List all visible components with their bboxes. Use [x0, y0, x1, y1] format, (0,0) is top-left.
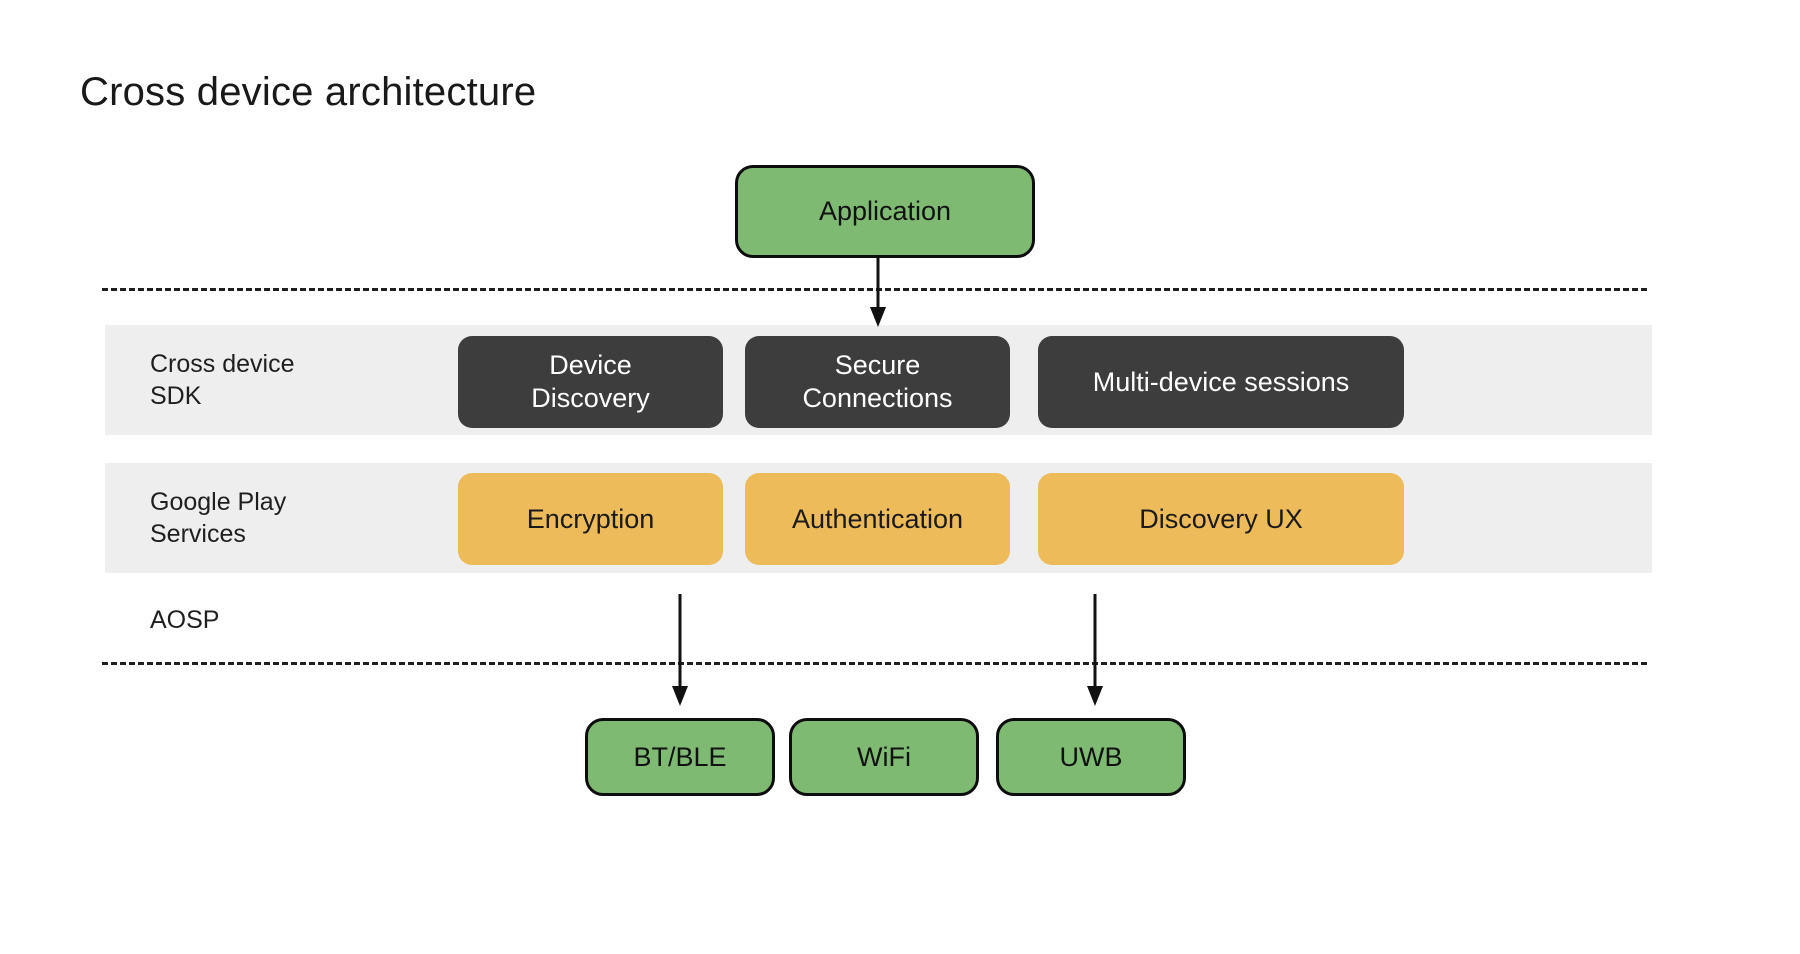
node-uwb[interactable]: UWB: [996, 718, 1186, 796]
node-application[interactable]: Application: [735, 165, 1035, 258]
arrow-discovery-ux-to-uwb: [1087, 594, 1103, 706]
node-device-discovery[interactable]: Device Discovery: [458, 336, 723, 428]
node-multi-device-sessions[interactable]: Multi-device sessions: [1038, 336, 1404, 428]
layer-label-google-play-services: Google Play Services: [150, 488, 287, 548]
node-discovery-ux[interactable]: Discovery UX: [1038, 473, 1404, 565]
layer-label-aosp: AOSP: [150, 606, 220, 634]
arrow-encryption-to-btble: [672, 594, 688, 706]
node-authentication[interactable]: Authentication: [745, 473, 1010, 565]
separator-above-sdk: [102, 288, 1647, 291]
node-btble[interactable]: BT/BLE: [585, 718, 775, 796]
node-secure-connections[interactable]: Secure Connections: [745, 336, 1010, 428]
page-title: Cross device architecture: [80, 70, 537, 114]
node-encryption[interactable]: Encryption: [458, 473, 723, 565]
layer-label-cross-device-sdk: Cross device SDK: [150, 350, 295, 410]
node-wifi[interactable]: WiFi: [789, 718, 979, 796]
arrow-application-to-sdk: [870, 255, 886, 327]
separator-below-aosp: [102, 662, 1647, 665]
